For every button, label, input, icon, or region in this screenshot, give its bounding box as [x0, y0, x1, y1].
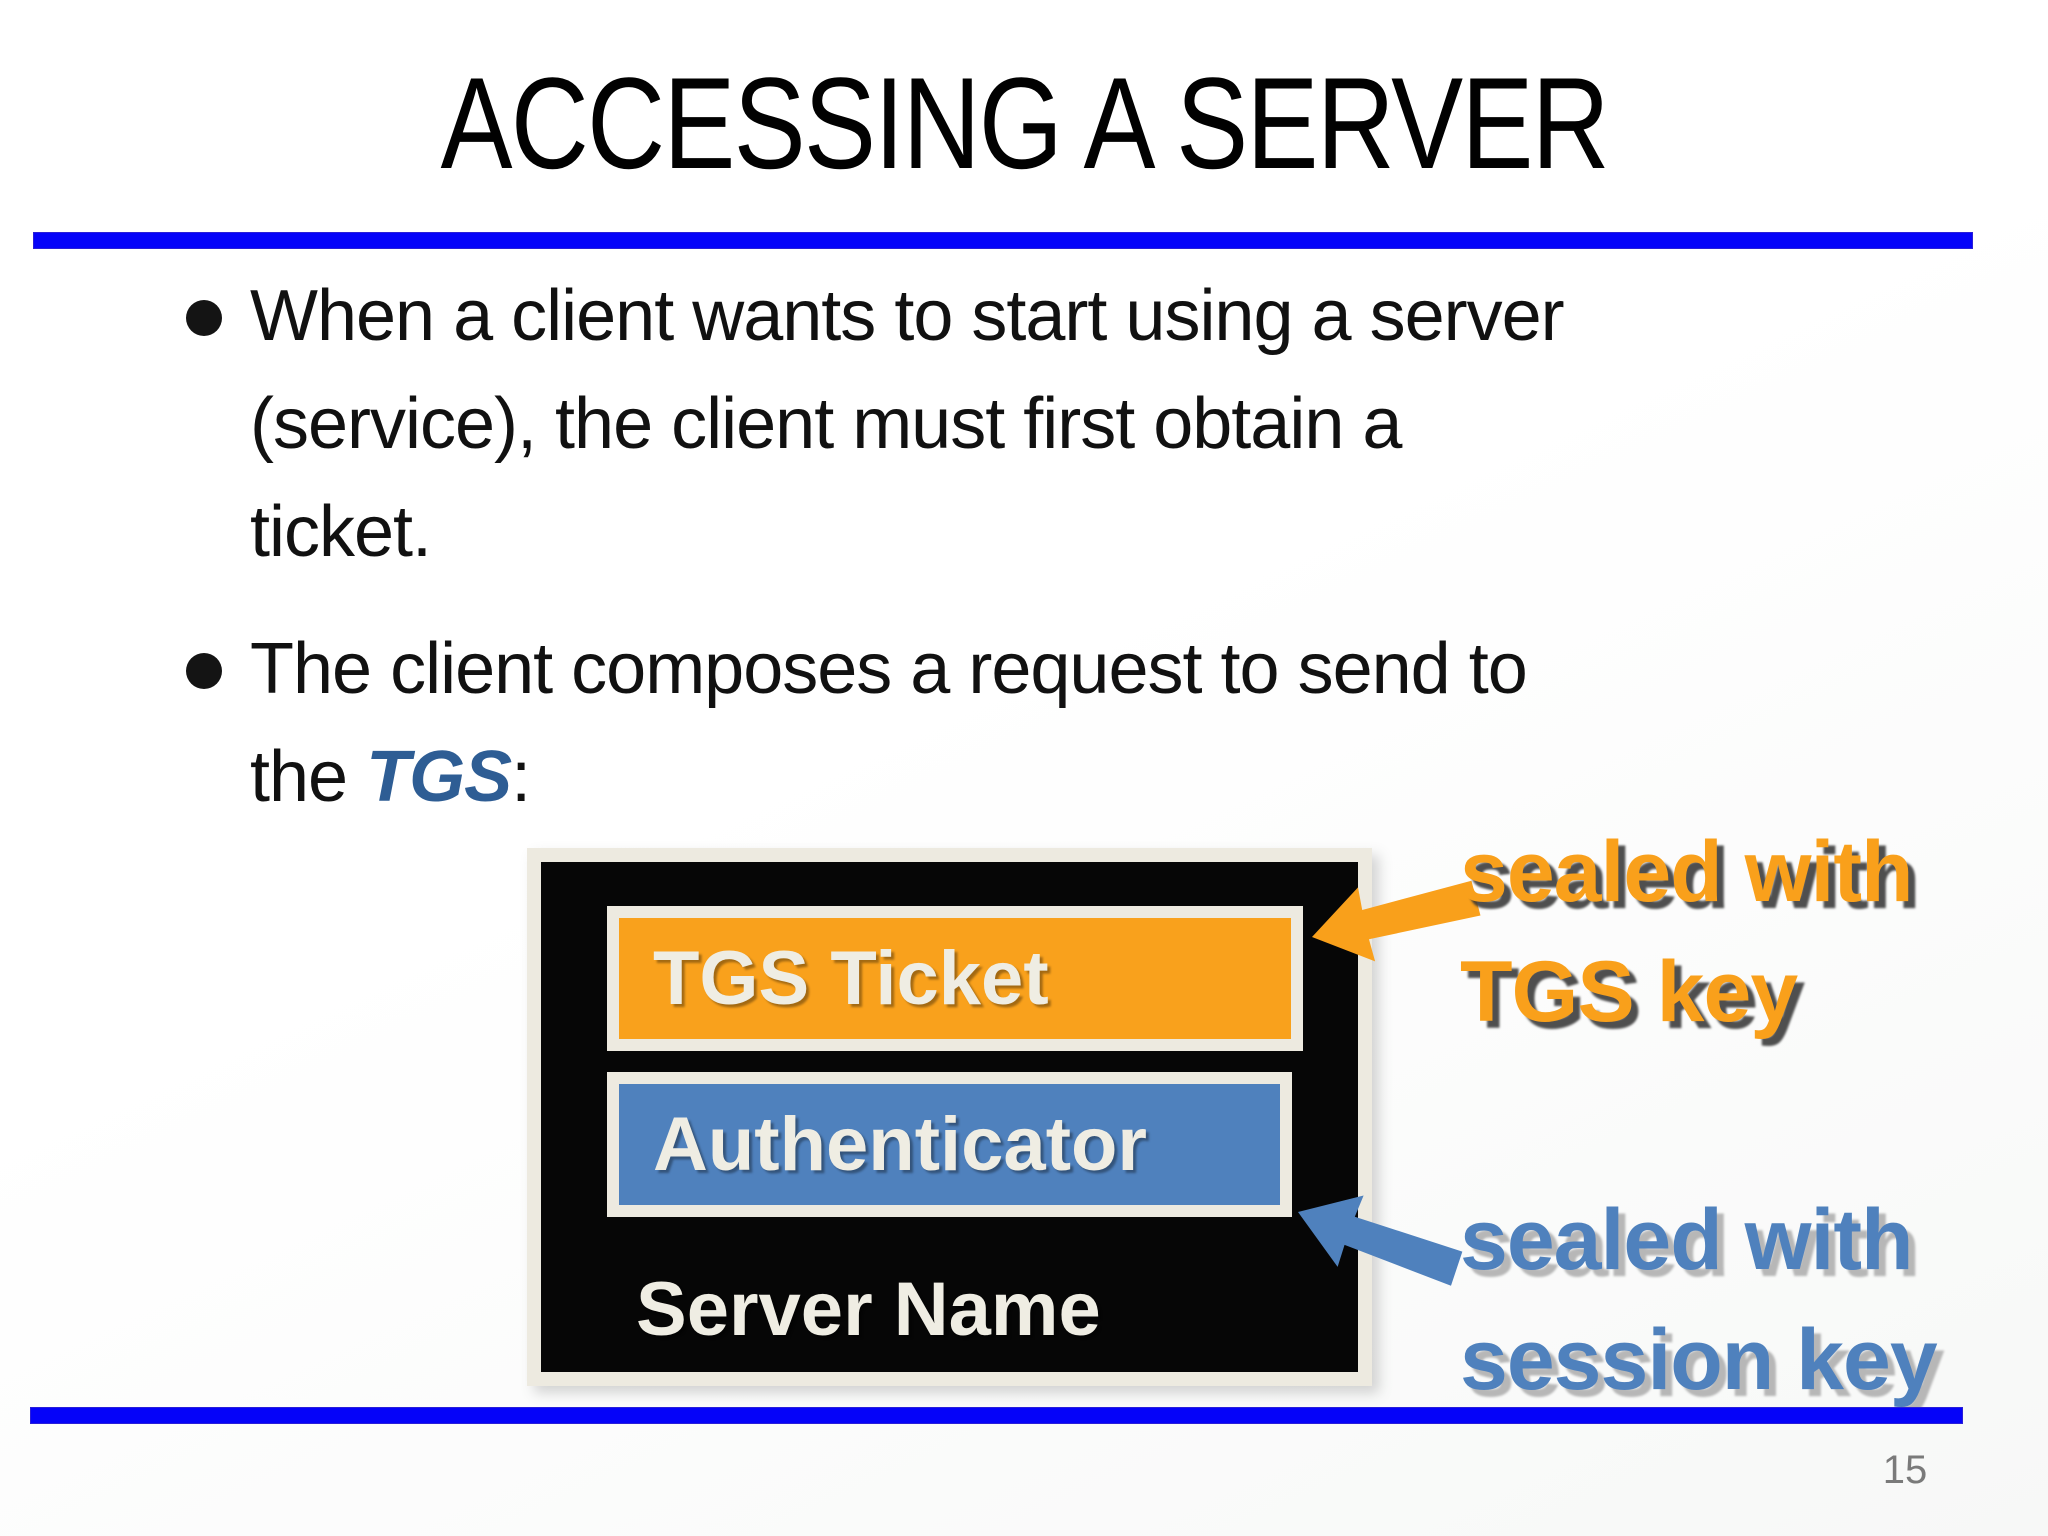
- tgs-term: TGS: [366, 737, 512, 817]
- bullet-2-line-1: The client composes a request to send to: [250, 629, 1528, 709]
- authenticator-label: Authenticator: [653, 1102, 1147, 1187]
- bullet-1-line-1: When a client wants to start using a ser…: [250, 276, 1565, 356]
- bullet-item-1: When a client wants to start using a ser…: [250, 262, 1565, 586]
- tgs-ticket-label: TGS Ticket: [653, 936, 1049, 1021]
- tgs-ticket-frame: TGS Ticket: [607, 906, 1303, 1051]
- page-title-text: ACCESSING A SERVER: [440, 50, 1609, 196]
- bullet-dot-icon: [186, 653, 222, 689]
- bullet-2-line-2-suffix: :: [511, 737, 531, 817]
- authenticator-box: Authenticator: [619, 1084, 1280, 1205]
- request-message-box: TGS Ticket Authenticator Server Name: [541, 862, 1358, 1372]
- sealed-with-session-key-annotation: sealed with session key: [1460, 1180, 1938, 1420]
- title-divider-rule: [33, 232, 1973, 249]
- session-key-annotation-line-1: sealed with: [1460, 1192, 1914, 1288]
- bullet-1-line-2: (service), the client must first obtain …: [250, 384, 1402, 464]
- authenticator-frame: Authenticator: [607, 1072, 1292, 1217]
- session-key-arrow-shape: [1298, 1195, 1463, 1286]
- bullet-1-line-3: ticket.: [250, 492, 432, 572]
- footer-divider-rule: [30, 1407, 1963, 1424]
- bullet-2-line-2: the TGS:: [250, 723, 1527, 831]
- tgs-ticket-box: TGS Ticket: [619, 918, 1291, 1039]
- bullet-dot-icon: [186, 300, 222, 336]
- tgs-key-arrow-shape: [1312, 880, 1481, 962]
- session-key-arrow-icon: [1298, 1195, 1463, 1286]
- tgs-key-arrow-icon: [1312, 880, 1481, 962]
- sealed-with-tgs-key-annotation: sealed with TGS key: [1460, 812, 1914, 1052]
- server-name-label: Server Name: [636, 1267, 1101, 1352]
- bullet-item-2: The client composes a request to send to…: [250, 615, 1528, 831]
- tgs-key-annotation-line-2: TGS key: [1460, 944, 1798, 1040]
- session-key-annotation-line-2: session key: [1460, 1312, 1938, 1408]
- bullet-2-line-2-prefix: the: [250, 737, 367, 817]
- page-title: ACCESSING A SERVER: [0, 48, 2048, 198]
- page-number: 15: [1882, 1448, 1928, 1492]
- tgs-key-annotation-line-1: sealed with: [1460, 824, 1914, 920]
- request-message-diagram: TGS Ticket Authenticator Server Name: [527, 848, 1372, 1386]
